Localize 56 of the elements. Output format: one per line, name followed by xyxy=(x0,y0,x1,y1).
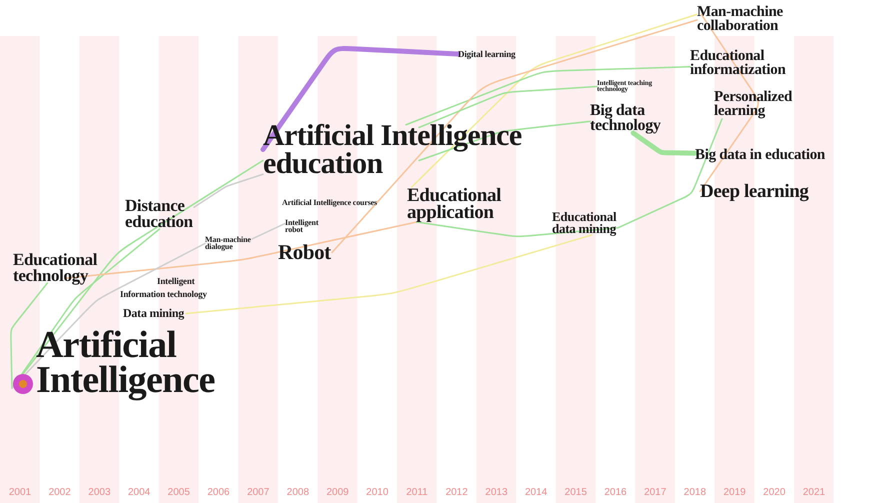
link-curve xyxy=(405,66,691,126)
year-label: 2007 xyxy=(246,487,270,498)
keyword-text: Intelligent robot xyxy=(285,219,320,234)
link-curve xyxy=(193,174,264,208)
year-label: 2004 xyxy=(126,487,152,498)
keyword-text: Artificial Intelligence courses xyxy=(282,199,378,206)
year-label: 2018 xyxy=(682,487,708,498)
keyword-text: Educational informatization xyxy=(690,50,787,78)
year-label: 2019 xyxy=(722,487,747,498)
link-curve xyxy=(699,14,759,192)
keyword-text: Personalized learning xyxy=(714,91,794,119)
year-label: 2010 xyxy=(365,487,390,498)
year-label: 2021 xyxy=(802,487,826,498)
year-label: 2013 xyxy=(484,487,509,498)
year-label: 2020 xyxy=(762,487,786,498)
year-label: 2011 xyxy=(405,487,429,498)
link-curve xyxy=(617,118,723,229)
keyword-text: Intelligent xyxy=(157,277,196,286)
link-curve xyxy=(411,14,698,188)
keyword-text: Robot xyxy=(278,243,332,262)
keyword-text: Big data in education xyxy=(695,149,826,163)
keyword-text: Educational technology xyxy=(13,252,98,284)
keyword-text: Artificial Intelligence xyxy=(36,328,216,398)
link-curve xyxy=(331,19,698,254)
year-label: 2012 xyxy=(444,487,469,498)
keyword-text: Data mining xyxy=(123,308,186,320)
link-curve xyxy=(630,130,698,156)
year-label: 2008 xyxy=(286,487,310,498)
keyword-text: Man-machine collaboration xyxy=(697,6,784,34)
link-curve xyxy=(11,242,206,389)
keyword-text: Information technology xyxy=(120,290,208,298)
keyword-text: Deep learning xyxy=(700,183,810,200)
keyword-text: Digital learning xyxy=(458,50,516,58)
year-label: 2003 xyxy=(87,487,112,498)
year-label: 2006 xyxy=(206,487,231,498)
year-label: 2005 xyxy=(166,487,191,498)
year-label: 2016 xyxy=(603,487,628,498)
link-curve xyxy=(416,221,619,238)
link-curve xyxy=(251,222,286,240)
keyword-text: Educational data mining xyxy=(552,211,618,235)
year-label: 2015 xyxy=(564,487,588,498)
link-curve xyxy=(418,120,591,162)
keyword-text: Man-machine dialogue xyxy=(205,236,252,251)
link-curve xyxy=(418,86,598,128)
link-curve xyxy=(10,282,48,389)
year-label: 2009 xyxy=(325,487,350,498)
keyword-text: Big data technology xyxy=(590,104,662,134)
link-curve xyxy=(11,160,264,389)
year-label: 2014 xyxy=(524,487,548,498)
year-label: 2001 xyxy=(8,487,32,498)
year-label: 2002 xyxy=(48,487,72,498)
keyword-text: Educational application xyxy=(407,187,502,222)
year-label: 2017 xyxy=(643,487,668,498)
keyword-text: Distance education xyxy=(125,198,194,230)
link-curve xyxy=(185,234,592,314)
link-curve xyxy=(11,228,160,389)
